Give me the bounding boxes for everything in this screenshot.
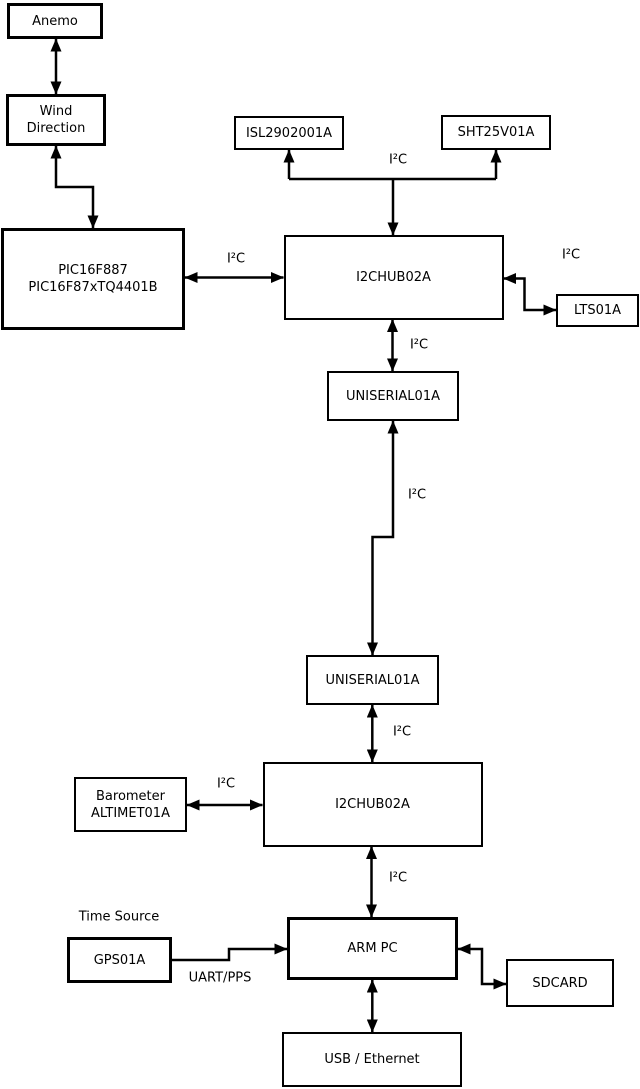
bus-label-i2c-top-branch: I²C — [388, 152, 408, 168]
bus-label-i2c-uniserial1-uniserial2: I²C — [407, 487, 427, 503]
node-sdcard: SDCARD — [506, 959, 614, 1007]
node-anemo: Anemo — [7, 3, 103, 39]
connector-uniserial1-uniserial2 — [367, 420, 399, 656]
bus-label-uart-pps: UART/PPS — [188, 970, 252, 986]
node-wind-direction-line2: Direction — [26, 121, 86, 136]
connector-wind-pic — [50, 145, 99, 229]
node-gps01a-label: GPS01A — [93, 952, 146, 968]
node-uniserial-1: UNISERIAL01A — [327, 371, 459, 421]
bus-label-i2c-uniserial2-hub2: I²C — [392, 724, 412, 740]
node-lts01a: LTS01A — [556, 294, 639, 327]
bus-label-i2c-hub1-uniserial1: I²C — [409, 337, 429, 353]
node-isl2902001a: ISL2902001A — [234, 116, 344, 150]
bus-label-i2c-hub2-arm: I²C — [388, 870, 408, 886]
node-uniserial-2: UNISERIAL01A — [306, 655, 439, 705]
node-usb-ethernet-label: USB / Ethernet — [324, 1052, 420, 1067]
node-sdcard-label: SDCARD — [532, 975, 588, 991]
node-arm-pc-label: ARM PC — [347, 941, 398, 956]
node-i2chub-1: I2CHUB02A — [283, 235, 504, 320]
node-barometer-line1: Barometer — [96, 788, 165, 804]
annotation-time-source: Time Source — [78, 909, 160, 925]
node-sht25v01a: SHT25V01A — [441, 115, 551, 150]
node-barometer: Barometer ALTIMET01A — [74, 777, 187, 832]
node-i2chub-1-label: I2CHUB02A — [356, 269, 431, 285]
node-uniserial-2-label: UNISERIAL01A — [325, 672, 420, 688]
node-usb-ethernet: USB / Ethernet — [282, 1032, 462, 1087]
node-pic-line2: PIC16F87xTQ4401B — [28, 280, 158, 295]
node-isl2902001a-label: ISL2902001A — [245, 125, 333, 141]
node-sht25v01a-label: SHT25V01A — [457, 125, 535, 140]
bus-label-i2c-hub1-lts: I²C — [561, 247, 581, 263]
node-wind-direction-line1: Wind — [39, 104, 73, 119]
node-wind-direction: Wind Direction — [6, 94, 106, 146]
node-uniserial-1-label: UNISERIAL01A — [346, 388, 440, 404]
connector-i2chub1-lts — [503, 273, 557, 316]
node-arm-pc: ARM PC — [287, 917, 458, 980]
node-anemo-label: Anemo — [32, 13, 78, 29]
node-barometer-line2: ALTIMET01A — [91, 805, 170, 821]
bus-label-i2c-barometer-hub2: I²C — [216, 776, 236, 792]
node-lts01a-label: LTS01A — [573, 303, 622, 318]
node-pic: PIC16F887 PIC16F87xTQ4401B — [1, 228, 185, 330]
node-i2chub-2: I2CHUB02A — [262, 762, 483, 847]
connector-gps-armpc — [172, 943, 288, 962]
node-pic-line1: PIC16F887 — [58, 263, 128, 278]
node-i2chub-2-label: I2CHUB02A — [335, 796, 410, 812]
node-gps01a: GPS01A — [67, 937, 172, 983]
bus-label-i2c-pic-hub1: I²C — [226, 251, 246, 267]
connector-armpc-sdcard — [457, 943, 507, 990]
